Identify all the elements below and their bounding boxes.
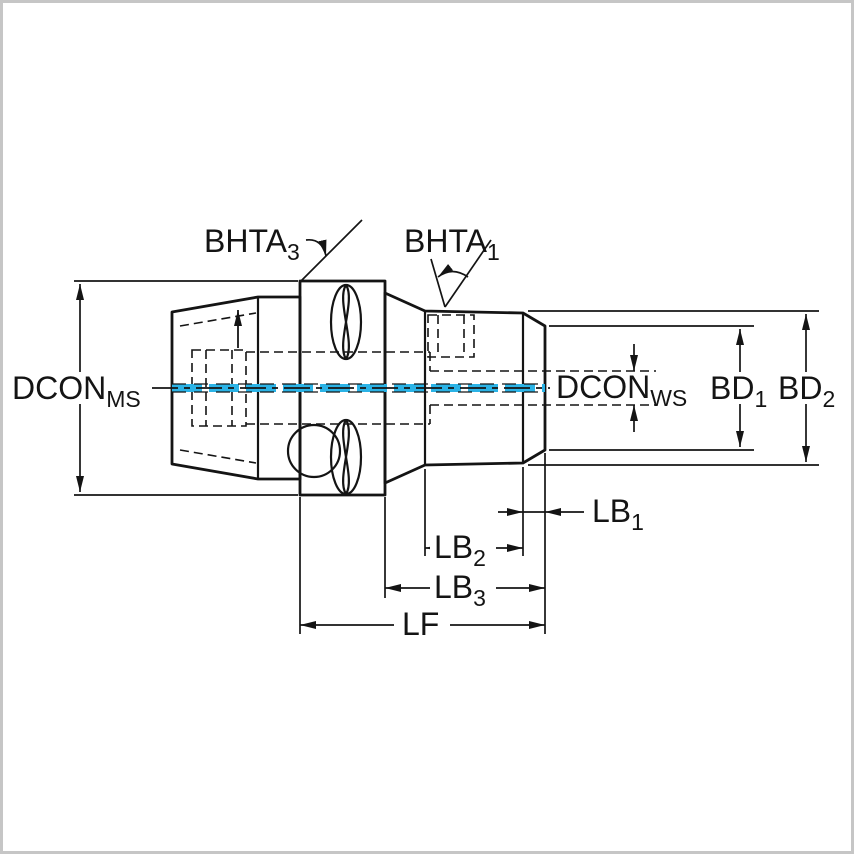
shank-hidden-top [179, 312, 257, 327]
label-dcon-ms: DCONMS [12, 370, 141, 412]
flange-lobe-circle [286, 423, 342, 479]
dconms-label-bg [6, 372, 152, 404]
label-backgrounds [6, 372, 844, 641]
hidden-lines [179, 310, 656, 464]
bd1-label-bg [704, 372, 776, 404]
bhta1-angle-line [444, 239, 492, 308]
shank-hidden-bottom [179, 449, 257, 464]
label-lb2: LB2 [434, 529, 486, 571]
label-dcon-ws: DCONWS [556, 369, 687, 411]
flange-slot-bottom-curve2 [342, 419, 350, 495]
centerline-group [152, 383, 550, 393]
flange-slot-top-curve2 [342, 284, 350, 360]
lf-label-bg [394, 609, 450, 641]
label-lb1: LB1 [592, 493, 644, 535]
label-bhta1: BHTA1 [404, 223, 500, 265]
dconws-label-bg [552, 374, 678, 402]
label-lb3: LB3 [434, 569, 486, 611]
bhta3-angle-arc [305, 238, 327, 257]
bhta1-angle-arc [437, 263, 469, 278]
right-cone-body [383, 291, 547, 485]
label-bd2: BD2 [778, 370, 835, 412]
label-lf: LF [402, 606, 439, 642]
bhta3-angle-line [299, 219, 363, 283]
labels: BHTA3 BHTA1 DCONMS DCONWS BD1 BD2 LB1 LB… [12, 223, 835, 642]
lb3-label-bg [430, 572, 496, 604]
lb2-label-bg [430, 532, 496, 564]
bd2-label-bg [772, 372, 844, 404]
bhta1-angle-line2 [430, 258, 446, 308]
label-bhta3: BHTA3 [204, 223, 300, 265]
label-bd1: BD1 [710, 370, 767, 412]
drive-slot-hidden [427, 314, 475, 358]
